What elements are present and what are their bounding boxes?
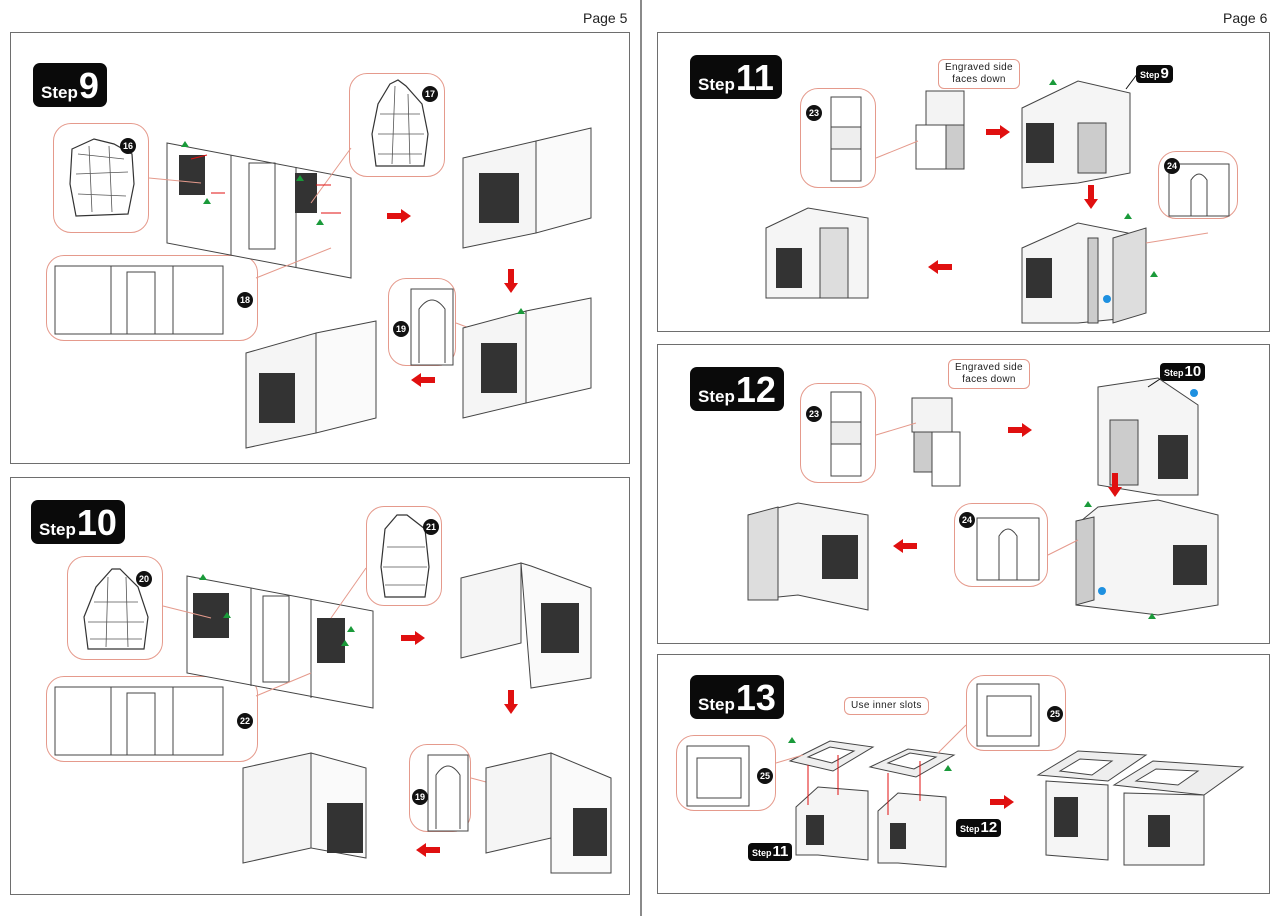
ref-number: 11 bbox=[772, 843, 789, 860]
part-number-badge: 21 bbox=[423, 519, 439, 535]
relief-part-icon bbox=[69, 138, 135, 217]
wall-panel-icon bbox=[54, 686, 224, 756]
perforated-panel-icon bbox=[830, 96, 862, 182]
part-17-callout: 17 bbox=[349, 73, 445, 177]
step-word: Step bbox=[41, 83, 78, 102]
step-word: Step bbox=[698, 387, 735, 406]
step-12-badge: Step 12 bbox=[690, 367, 784, 411]
part-20-callout: 20 bbox=[67, 556, 163, 660]
part-number-badge: 24 bbox=[959, 512, 975, 528]
relief-part-icon bbox=[371, 79, 429, 167]
ref-word: Step bbox=[1140, 70, 1160, 80]
step-9-reference-badge: Step 9 bbox=[1136, 65, 1173, 83]
part-number-badge: 17 bbox=[422, 86, 438, 102]
step-13-panel: Step 13 Use inner slots 25 25 Step 11 St… bbox=[657, 654, 1270, 894]
step-number: 9 bbox=[78, 65, 99, 106]
part-24-callout: 24 bbox=[1158, 151, 1238, 219]
step-12-panel: Step 12 Engraved side faces down Step 10… bbox=[657, 344, 1270, 644]
step-word: Step bbox=[698, 75, 735, 94]
part-number-badge: 19 bbox=[412, 789, 428, 805]
part-number-badge: 23 bbox=[806, 406, 822, 422]
step-number: 12 bbox=[735, 369, 776, 410]
part-19-callout: 19 bbox=[388, 278, 456, 366]
page-number-left: Page 5 bbox=[583, 10, 628, 26]
step-9-illustration bbox=[148, 127, 592, 449]
relief-part-icon bbox=[380, 514, 430, 598]
use-inner-slots-note: Use inner slots bbox=[844, 697, 929, 715]
ref-number: 10 bbox=[1184, 363, 1202, 380]
part-number-badge: 23 bbox=[806, 105, 822, 121]
part-number-badge: 22 bbox=[237, 713, 253, 729]
page-number-right: Page 6 bbox=[1223, 10, 1268, 26]
part-number-badge: 18 bbox=[237, 292, 253, 308]
arch-wall-icon bbox=[1168, 163, 1230, 217]
part-number-badge: 20 bbox=[136, 571, 152, 587]
part-16-callout: 16 bbox=[53, 123, 149, 233]
arch-wall-icon bbox=[976, 517, 1040, 581]
step-13-badge: Step 13 bbox=[690, 675, 784, 719]
step-13-illustration bbox=[775, 724, 1245, 868]
part-25-callout-left: 25 bbox=[676, 735, 776, 811]
ref-word: Step bbox=[1164, 368, 1184, 378]
step-10-badge: Step 10 bbox=[31, 500, 125, 544]
page-divider bbox=[640, 0, 642, 916]
step-number: 10 bbox=[76, 502, 117, 543]
step-number: 13 bbox=[735, 677, 776, 718]
step-11-panel: Step 11 Engraved side faces down Step 9 … bbox=[657, 32, 1270, 332]
step-10-panel: Step 10 20 21 22 19 bbox=[10, 477, 630, 895]
step-word: Step bbox=[698, 695, 735, 714]
wall-panel-icon bbox=[54, 265, 224, 335]
step-12-reference-badge: Step 12 bbox=[956, 819, 1002, 837]
note-line: faces down bbox=[952, 74, 1006, 85]
perforated-panel-icon bbox=[830, 391, 862, 477]
part-21-callout: 21 bbox=[366, 506, 442, 606]
engraved-side-note: Engraved side faces down bbox=[948, 359, 1030, 389]
step-10-reference-badge: Step 10 bbox=[1160, 363, 1206, 381]
ref-number: 12 bbox=[980, 819, 998, 836]
frame-panel-icon bbox=[686, 745, 750, 807]
arch-panel-icon bbox=[427, 754, 469, 832]
step-10-illustration bbox=[162, 562, 612, 874]
step-11-reference-badge: Step 11 bbox=[748, 843, 793, 861]
part-25-callout-right: 25 bbox=[966, 675, 1066, 751]
part-22-callout: 22 bbox=[46, 676, 258, 762]
ref-word: Step bbox=[752, 848, 772, 858]
step-number: 11 bbox=[735, 57, 774, 98]
note-line: faces down bbox=[962, 374, 1016, 385]
part-18-callout: 18 bbox=[46, 255, 258, 341]
step-9-panel: Step 9 16 17 18 19 bbox=[10, 32, 630, 464]
part-23-callout: 23 bbox=[800, 383, 876, 483]
part-number-badge: 25 bbox=[1047, 706, 1063, 722]
step-12-illustration bbox=[747, 374, 1219, 619]
arch-panel-icon bbox=[410, 288, 454, 366]
part-number-badge: 16 bbox=[120, 138, 136, 154]
part-number-badge: 25 bbox=[757, 768, 773, 784]
part-number-badge: 24 bbox=[1164, 158, 1180, 174]
ref-word: Step bbox=[960, 824, 980, 834]
part-24-callout: 24 bbox=[954, 503, 1048, 587]
step-word: Step bbox=[39, 520, 76, 539]
note-line: Engraved side bbox=[955, 362, 1023, 373]
part-number-badge: 19 bbox=[393, 321, 409, 337]
step-11-illustration bbox=[765, 72, 1209, 324]
step-11-badge: Step 11 bbox=[690, 55, 782, 99]
frame-panel-icon bbox=[976, 683, 1040, 747]
note-line: Engraved side bbox=[945, 62, 1013, 73]
step-9-badge: Step 9 bbox=[33, 63, 107, 107]
part-23-callout: 23 bbox=[800, 88, 876, 188]
relief-part-icon bbox=[83, 568, 149, 650]
engraved-side-note: Engraved side faces down bbox=[938, 59, 1020, 89]
part-19-callout: 19 bbox=[409, 744, 471, 832]
ref-number: 9 bbox=[1160, 65, 1169, 82]
